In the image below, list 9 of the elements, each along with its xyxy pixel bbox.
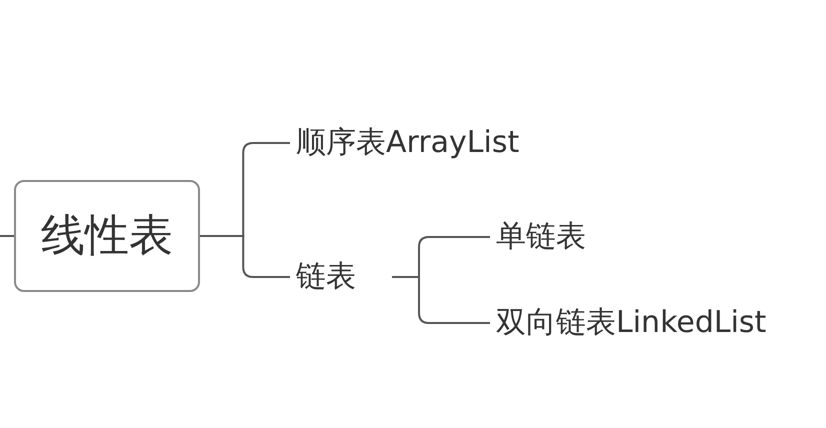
connector-line [0,235,14,237]
branch-label: 单链表 [496,222,586,252]
connector-line [392,276,490,324]
topic-text: 线性表 [41,214,173,258]
connector-line [200,235,290,278]
topic-box [14,180,200,292]
branch-label: 链表 [296,262,356,292]
branch-label: 双向链表LinkedList [496,308,766,338]
branch-label: 顺序表ArrayList [296,128,520,158]
